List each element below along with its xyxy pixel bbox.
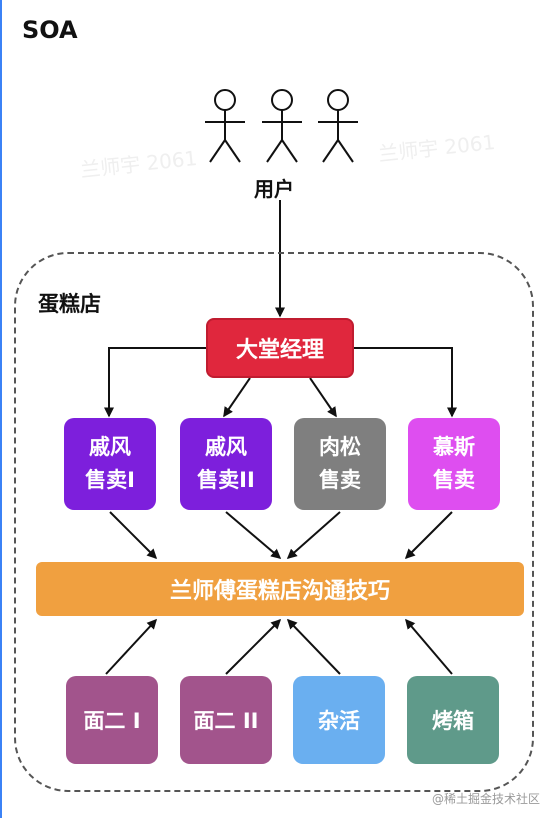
seller-label-line1: 慕斯	[433, 435, 475, 459]
seller-box-pork-floss: 肉松 售卖	[294, 418, 386, 510]
seller-box-chiffon-1: 戚风 售卖I	[64, 418, 156, 510]
worker-box-chores: 杂活	[293, 676, 385, 764]
arrow-seller-4-to-comm	[404, 511, 453, 560]
arrow-seller-1-to-comm	[109, 511, 158, 560]
left-edge-bar	[0, 0, 2, 818]
worker-box-dough-2: 面二 II	[180, 676, 272, 764]
arrow-worker-2-to-comm	[225, 618, 282, 675]
seller-label-line2: 售卖II	[197, 468, 255, 492]
arrow-manager-to-seller-2	[223, 377, 251, 418]
lobby-manager-label: 大堂经理	[235, 338, 324, 363]
worker-box-dough-1: 面二 I	[66, 676, 158, 764]
bakery-group-label: 蛋糕店	[38, 292, 101, 316]
bakery-group-container	[14, 252, 534, 792]
user-figure-2	[262, 89, 302, 163]
worker-label: 面二 II	[193, 709, 259, 733]
communication-bus-label: 兰师傅蛋糕店沟通技巧	[169, 579, 390, 604]
seller-box-chiffon-2: 戚风 售卖II	[180, 418, 272, 510]
seller-label-line2: 售卖I	[85, 468, 135, 492]
arrow-worker-4-to-comm	[405, 618, 453, 675]
lobby-manager-box: 大堂经理	[206, 318, 354, 378]
arrow-worker-3-to-comm	[286, 618, 341, 675]
seller-label-line1: 戚风	[88, 435, 131, 459]
arrow-worker-1-to-comm	[105, 618, 158, 675]
seller-label-line2: 售卖	[433, 468, 475, 492]
worker-box-oven: 烤箱	[407, 676, 499, 764]
worker-label: 烤箱	[432, 709, 474, 733]
arrow-seller-2-to-comm	[225, 511, 282, 559]
arrow-manager-to-seller-4	[354, 347, 457, 418]
seller-label-line2: 售卖	[319, 468, 361, 492]
footer-watermark: @稀土掘金技术社区	[431, 792, 540, 806]
user-figure-3	[318, 89, 358, 163]
seller-label-line1: 肉松	[319, 435, 361, 459]
users-label: 用户	[254, 177, 294, 201]
user-figure-1	[205, 89, 245, 163]
communication-bus-box: 兰师傅蛋糕店沟通技巧	[36, 562, 524, 616]
seller-box-mousse: 慕斯 售卖	[408, 418, 500, 510]
worker-label: 杂活	[318, 709, 360, 733]
arrow-manager-to-seller-1	[104, 347, 206, 418]
arrow-manager-to-seller-3	[309, 377, 337, 418]
seller-label-line1: 戚风	[204, 435, 247, 459]
arrow-seller-3-to-comm	[286, 511, 341, 559]
worker-label: 面二 I	[83, 709, 141, 733]
diagram-title: SOA	[22, 16, 78, 44]
